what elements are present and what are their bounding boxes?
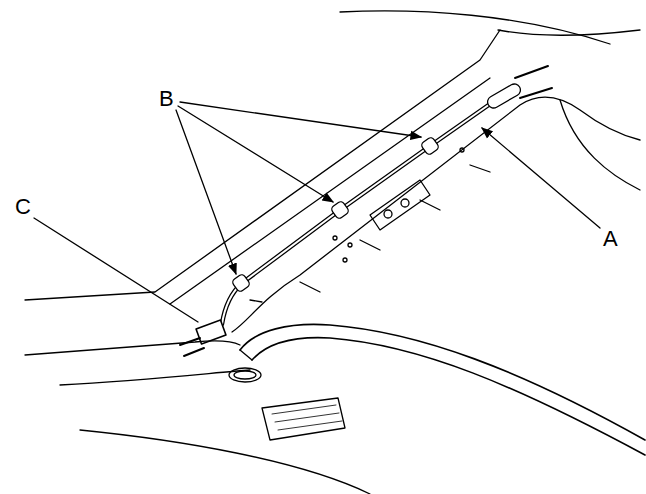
weatherstrip [252, 338, 645, 455]
hole [343, 258, 347, 262]
leader-line [482, 128, 600, 228]
wire-harness [222, 104, 490, 324]
leader-line [176, 110, 236, 274]
break-mark [515, 66, 552, 98]
headliner-edge [340, 11, 610, 44]
pillar-panel-detail [250, 165, 490, 302]
bolt-hole [401, 199, 409, 207]
callout-anchor: C [14, 196, 32, 218]
dashboard-edge [25, 341, 240, 355]
leader-line [34, 218, 198, 322]
dashboard-lower [80, 430, 370, 494]
bolt-hole [384, 210, 392, 218]
hole [460, 148, 464, 152]
wire-harness-core [222, 104, 490, 324]
harness-sleeve [485, 82, 522, 110]
callout-letter: B [158, 88, 175, 110]
hole [348, 243, 352, 247]
hole [333, 236, 337, 240]
weatherstrip-end [240, 350, 252, 360]
callout-anchor: B [158, 88, 175, 110]
dashboard-line [60, 370, 250, 385]
side-vent [229, 368, 261, 382]
pillar-face-edge [170, 78, 490, 304]
harness-clip [330, 200, 349, 219]
callout-anchor: A [602, 228, 619, 250]
pillar-inner-edge [232, 97, 640, 332]
break-mark [180, 338, 204, 356]
side-vent-inner [234, 371, 256, 379]
callout-letter: A [602, 228, 619, 250]
harness-clip [420, 136, 439, 155]
pillar-front-edge [25, 30, 500, 300]
roof-edge [498, 30, 640, 35]
leader-line [180, 102, 421, 137]
vent-louvers [272, 405, 342, 430]
callout-letter: C [14, 196, 32, 218]
trim-edge [560, 100, 640, 190]
pillar-bracket [370, 180, 430, 230]
harness-clip [231, 273, 250, 292]
center-vent [262, 398, 345, 440]
